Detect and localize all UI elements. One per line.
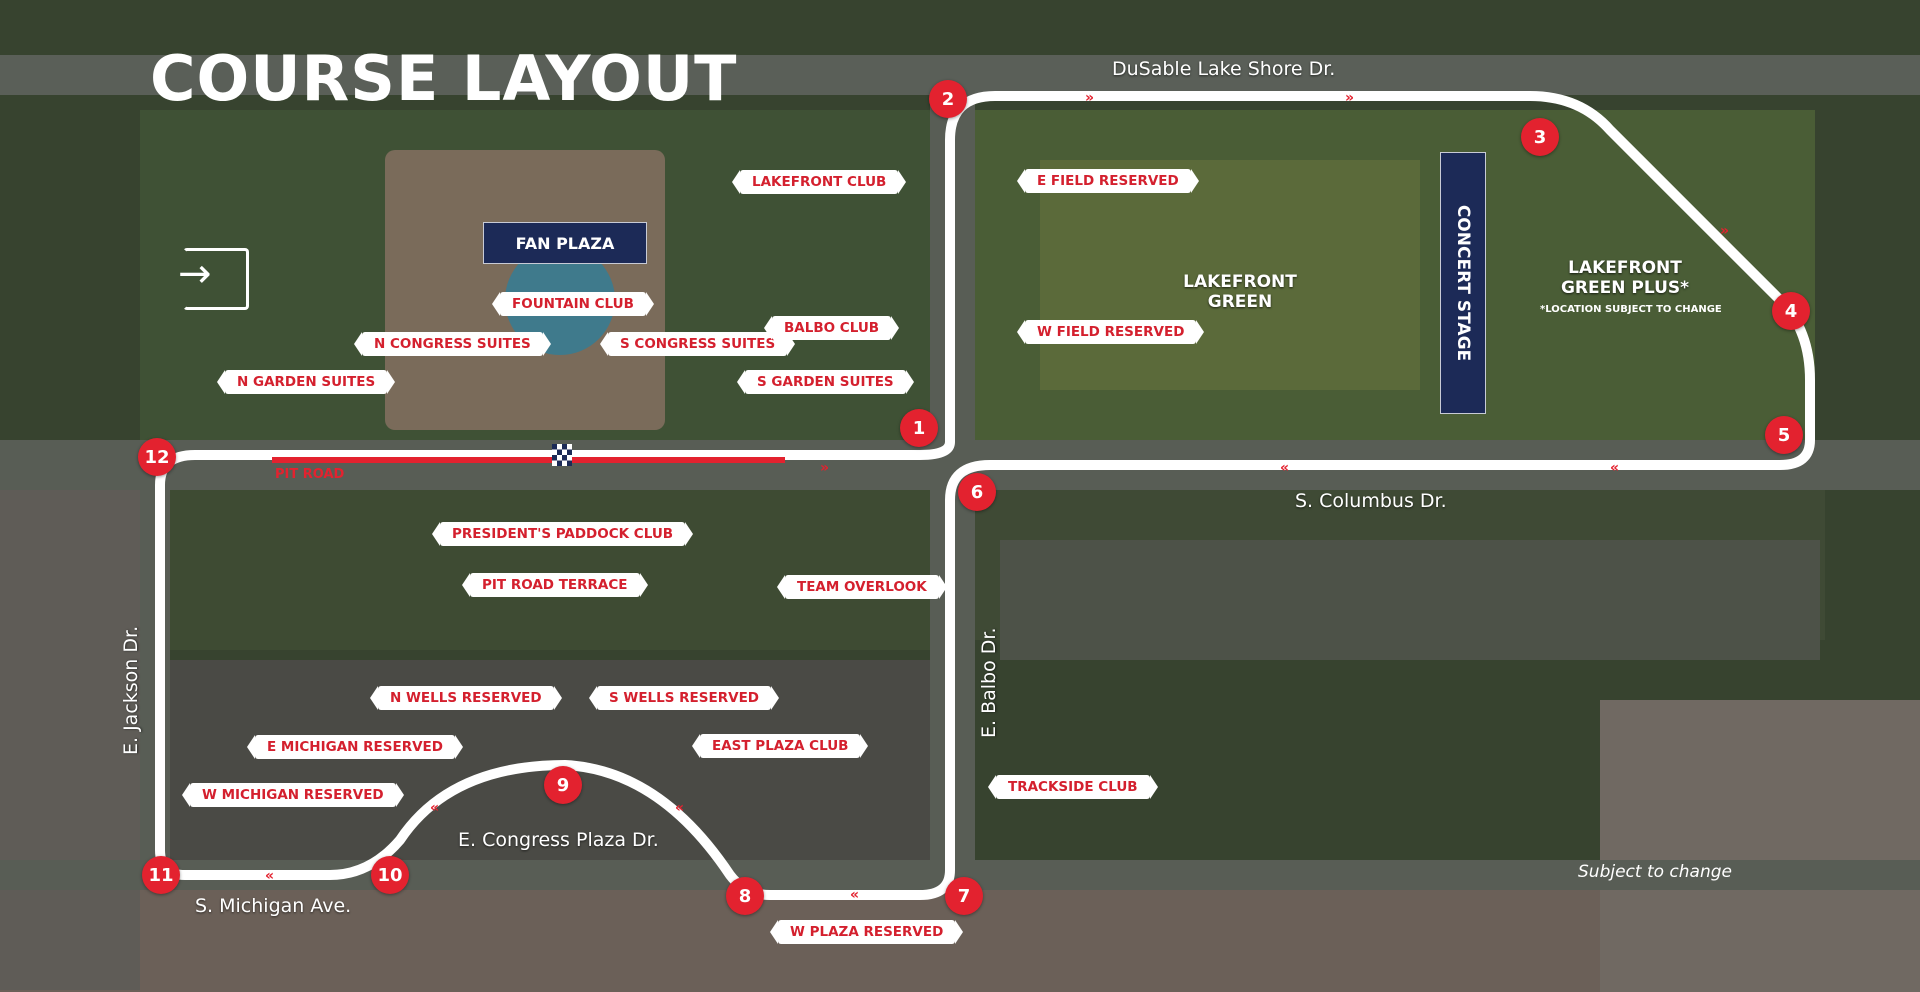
venue-pit-road-terrace[interactable]: PIT ROAD TERRACE (462, 573, 647, 597)
concert-stage-label: CONCERT STAGE (1453, 204, 1473, 362)
street-michigan: S. Michigan Ave. (195, 895, 352, 917)
svg-text:«: « (675, 800, 684, 816)
page-title: COURSE LAYOUT (150, 42, 738, 115)
venue-fountain-club[interactable]: FOUNTAIN CLUB (492, 292, 654, 316)
svg-text:«: « (1610, 460, 1619, 476)
venue-w-field-reserved[interactable]: W FIELD RESERVED (1016, 320, 1205, 344)
svg-text:»: » (1720, 223, 1729, 239)
svg-text:»: » (1085, 90, 1094, 106)
venue-lakefront-club[interactable]: LAKEFRONT CLUB (731, 170, 907, 194)
street-columbus: S. Columbus Dr. (1295, 490, 1447, 512)
venue-w-plaza-reserved[interactable]: W PLAZA RESERVED (769, 920, 964, 944)
turn-12-marker: 12 (138, 438, 176, 476)
fan-plaza-label: FAN PLAZA (515, 233, 615, 253)
subject-to-change-note: Subject to change (1578, 862, 1732, 882)
turn-9-marker: 9 (544, 766, 582, 804)
lakefront-green-plus-label: LAKEFRONT GREEN PLUS* (1560, 258, 1690, 298)
venue-n-wells-reserved[interactable]: N WELLS RESERVED (370, 686, 562, 710)
chevron-double-icon: » » » « « » « « « « (265, 90, 1729, 903)
venue-balbo-club[interactable]: BALBO CLUB (763, 316, 900, 340)
turn-8-marker: 8 (726, 877, 764, 915)
svg-text:»: » (1345, 90, 1354, 106)
lakefront-green-label: LAKEFRONT GREEN (1183, 272, 1297, 312)
venue-s-congress-suites[interactable]: S CONGRESS SUITES (599, 332, 796, 356)
entrance-frame (183, 248, 249, 310)
street-jackson: E. Jackson Dr. (120, 625, 142, 755)
turn-6-marker: 6 (958, 473, 996, 511)
venue-e-field-reserved[interactable]: E FIELD RESERVED (1017, 169, 1199, 193)
location-note: *LOCATION SUBJECT TO CHANGE (1540, 304, 1722, 315)
checkered-flag-icon (552, 444, 572, 466)
fan-plaza-box: FAN PLAZA (483, 222, 647, 264)
turn-5-marker: 5 (1765, 416, 1803, 454)
venue-s-wells-reserved[interactable]: S WELLS RESERVED (589, 686, 779, 710)
venue-trackside-club[interactable]: TRACKSIDE CLUB (988, 775, 1158, 799)
svg-text:«: « (850, 887, 859, 903)
venue-presidents-paddock-club[interactable]: PRESIDENT'S PADDOCK CLUB (431, 522, 694, 546)
street-balbo: E. Balbo Dr. (978, 627, 1000, 738)
venue-n-garden-suites[interactable]: N GARDEN SUITES (216, 370, 396, 394)
venue-n-congress-suites[interactable]: N CONGRESS SUITES (354, 332, 551, 356)
street-congress: E. Congress Plaza Dr. (458, 829, 659, 851)
turn-1-marker: 1 (900, 409, 938, 447)
venue-team-overlook[interactable]: TEAM OVERLOOK (777, 575, 947, 599)
concert-stage-box: CONCERT STAGE (1440, 152, 1486, 414)
turn-4-marker: 4 (1772, 292, 1810, 330)
svg-text:«: « (1280, 460, 1289, 476)
entrance-arrow-icon: → (178, 251, 212, 297)
svg-text:«: « (430, 800, 439, 816)
turn-3-marker: 3 (1521, 118, 1559, 156)
street-dusable: DuSable Lake Shore Dr. (1112, 58, 1336, 80)
svg-text:»: » (820, 460, 829, 476)
venue-east-plaza-club[interactable]: EAST PLAZA CLUB (691, 734, 869, 758)
turn-7-marker: 7 (945, 877, 983, 915)
turn-11-marker: 11 (142, 856, 180, 894)
svg-text:«: « (265, 868, 274, 884)
turn-10-marker: 10 (371, 856, 409, 894)
venue-s-garden-suites[interactable]: S GARDEN SUITES (737, 370, 914, 394)
pit-road-label: PIT ROAD (275, 467, 345, 482)
venue-w-michigan-reserved[interactable]: W MICHIGAN RESERVED (182, 783, 404, 807)
venue-e-michigan-reserved[interactable]: E MICHIGAN RESERVED (247, 735, 463, 759)
turn-2-marker: 2 (929, 80, 967, 118)
